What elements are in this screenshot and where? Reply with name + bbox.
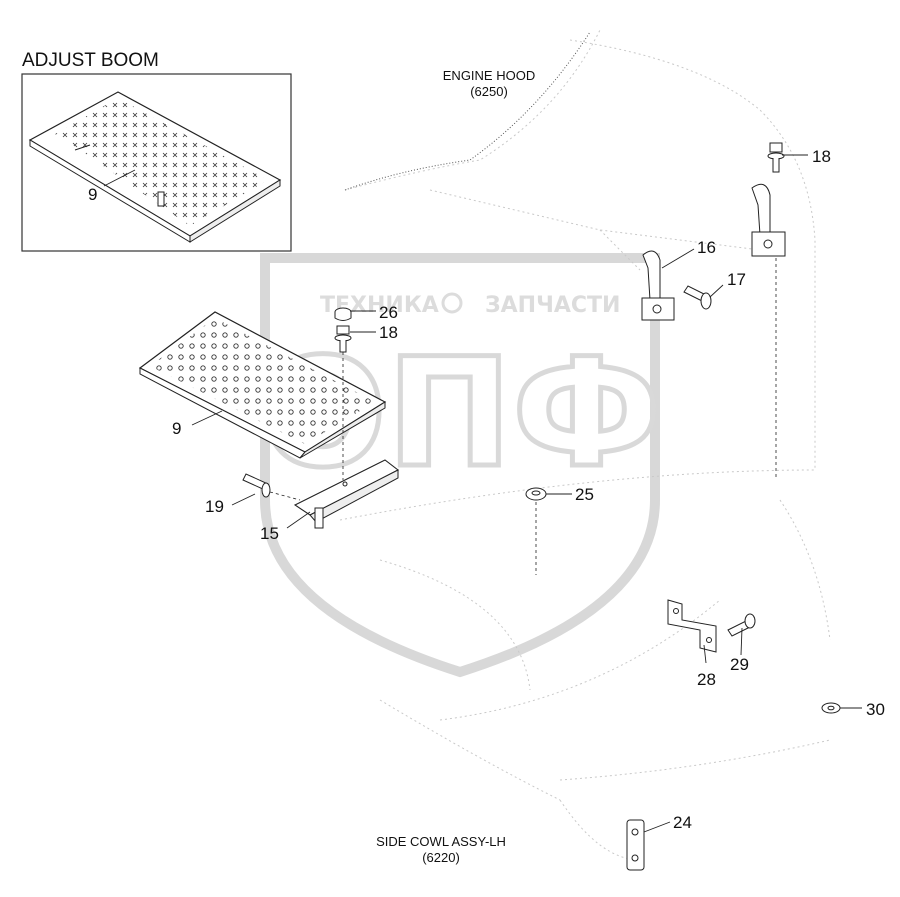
callout-24: 24: [673, 813, 692, 832]
callout-18-left: 18: [379, 323, 398, 342]
bolt-17: [683, 285, 712, 310]
side-cowl-code: (6220): [422, 850, 460, 865]
step-plate: [138, 311, 387, 459]
watermark: ТЕХНИКА ЗАПЧАСТИ ОПФ: [257, 253, 663, 678]
callout-18-right: 18: [812, 147, 831, 166]
inset-adjust-boom: ADJUST BOOM 9: [21, 50, 292, 252]
callout-28: 28: [697, 670, 716, 689]
inset-leader: [103, 169, 136, 187]
callouts: 18 16 17 26 18 9 19 15 25 28 29 30 24: [172, 147, 885, 832]
watermark-brand-2: ЗАПЧАСТИ: [485, 293, 620, 318]
callout-26: 26: [379, 303, 398, 322]
leader-lines: [191, 154, 862, 833]
bracket: [293, 459, 400, 529]
inset-part-label: 9: [88, 185, 97, 204]
cap-nut-26: [334, 307, 352, 321]
latch-16-right: [751, 183, 786, 257]
washer-30: [821, 702, 841, 714]
grommet-25: [525, 487, 547, 575]
side-cowl-caption: SIDE COWL ASSY-LH: [376, 834, 506, 849]
inset-step-plate: [28, 91, 282, 243]
callout-16: 16: [697, 238, 716, 257]
callout-29: 29: [730, 655, 749, 674]
callout-17: 17: [727, 270, 746, 289]
callout-25: 25: [575, 485, 594, 504]
bolt-19: [242, 473, 301, 501]
bolt-29: [727, 613, 756, 637]
machine-outline: [339, 29, 831, 861]
plate-28: [667, 599, 717, 653]
bolt-18-left: [334, 325, 352, 480]
callout-30: 30: [866, 700, 885, 719]
callout-15: 15: [260, 524, 279, 543]
latch-16-left: [641, 250, 675, 321]
engine-hood-code: (6250): [470, 84, 508, 99]
strap-24: [626, 819, 645, 871]
gear-icon: [441, 292, 463, 314]
callout-9: 9: [172, 419, 181, 438]
engine-hood-edge: [344, 31, 591, 191]
engine-hood-caption: ENGINE HOOD: [443, 68, 535, 83]
bolt-18-right: [767, 142, 785, 480]
inset-title: ADJUST BOOM: [22, 50, 159, 71]
callout-19: 19: [205, 497, 224, 516]
